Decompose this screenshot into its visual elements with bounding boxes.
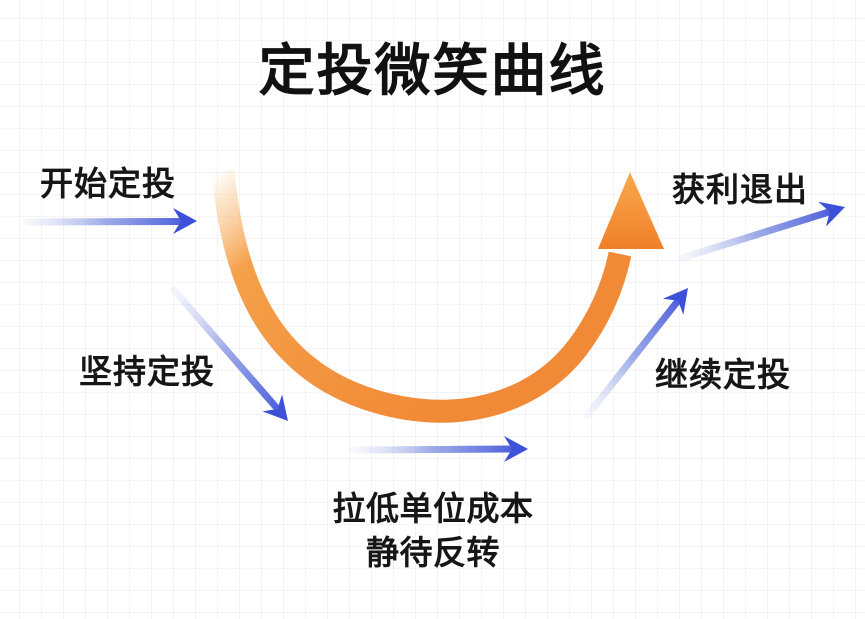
label-exit: 获利退出 — [672, 171, 808, 208]
label-lower-cost: 拉低单位成本 静待反转 — [283, 487, 583, 575]
label-lower-cost-line1: 拉低单位成本 — [332, 490, 534, 527]
persist-down-right-arrow-icon — [170, 286, 288, 421]
label-persist: 坚持定投 — [79, 353, 215, 390]
start-right-arrow-icon — [24, 208, 197, 234]
label-lower-cost-line2: 静待反转 — [366, 534, 500, 571]
label-start: 开始定投 — [40, 165, 176, 202]
label-continue: 继续定投 — [655, 356, 791, 393]
diagram-title: 定投微笑曲线 — [258, 41, 607, 103]
exit-up-right-arrow-icon — [678, 201, 845, 262]
curve-arrowhead-icon — [598, 172, 664, 249]
lower-cost-right-arrow-icon — [348, 436, 528, 462]
smile-curve-icon — [211, 169, 664, 423]
continue-up-right-arrow-icon — [583, 288, 688, 420]
